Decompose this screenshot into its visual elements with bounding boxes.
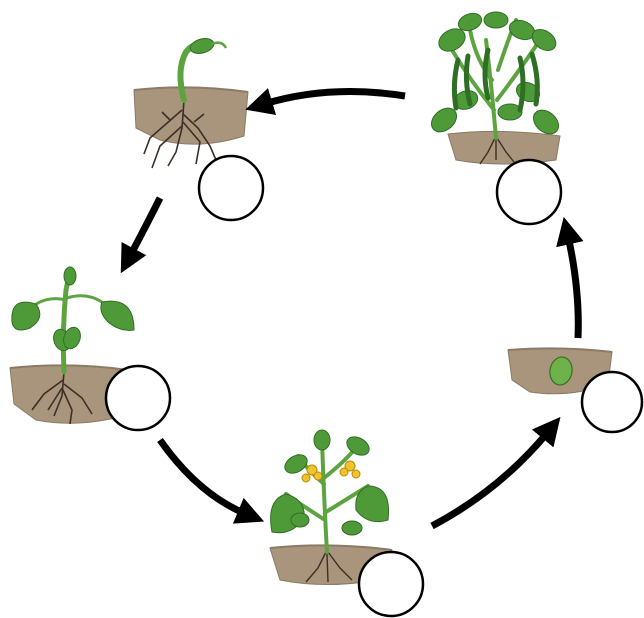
answer-circles <box>104 154 644 618</box>
arrow-flowering-to-seed <box>430 416 561 530</box>
answer-circle-seed[interactable] <box>580 370 644 434</box>
arrow-seedling-to-young-plant <box>120 196 164 274</box>
bean-seed-in-soil-icon <box>507 347 613 395</box>
answer-circle-mature-plant[interactable] <box>495 158 563 226</box>
cycle-arrows <box>120 88 584 530</box>
mature-bean-plant-with-pods-icon <box>430 11 561 165</box>
germinating-seedling-icon <box>133 38 249 169</box>
arrow-mature-to-seedling <box>245 88 406 115</box>
arrow-young-plant-to-flowering <box>157 437 265 524</box>
young-bean-plant-icon <box>9 266 135 425</box>
answer-circle-flowering-plant[interactable] <box>357 550 425 618</box>
answer-circle-seedling[interactable] <box>197 154 265 222</box>
arrow-seed-to-mature <box>556 216 584 339</box>
answer-circle-young-plant[interactable] <box>104 364 172 432</box>
